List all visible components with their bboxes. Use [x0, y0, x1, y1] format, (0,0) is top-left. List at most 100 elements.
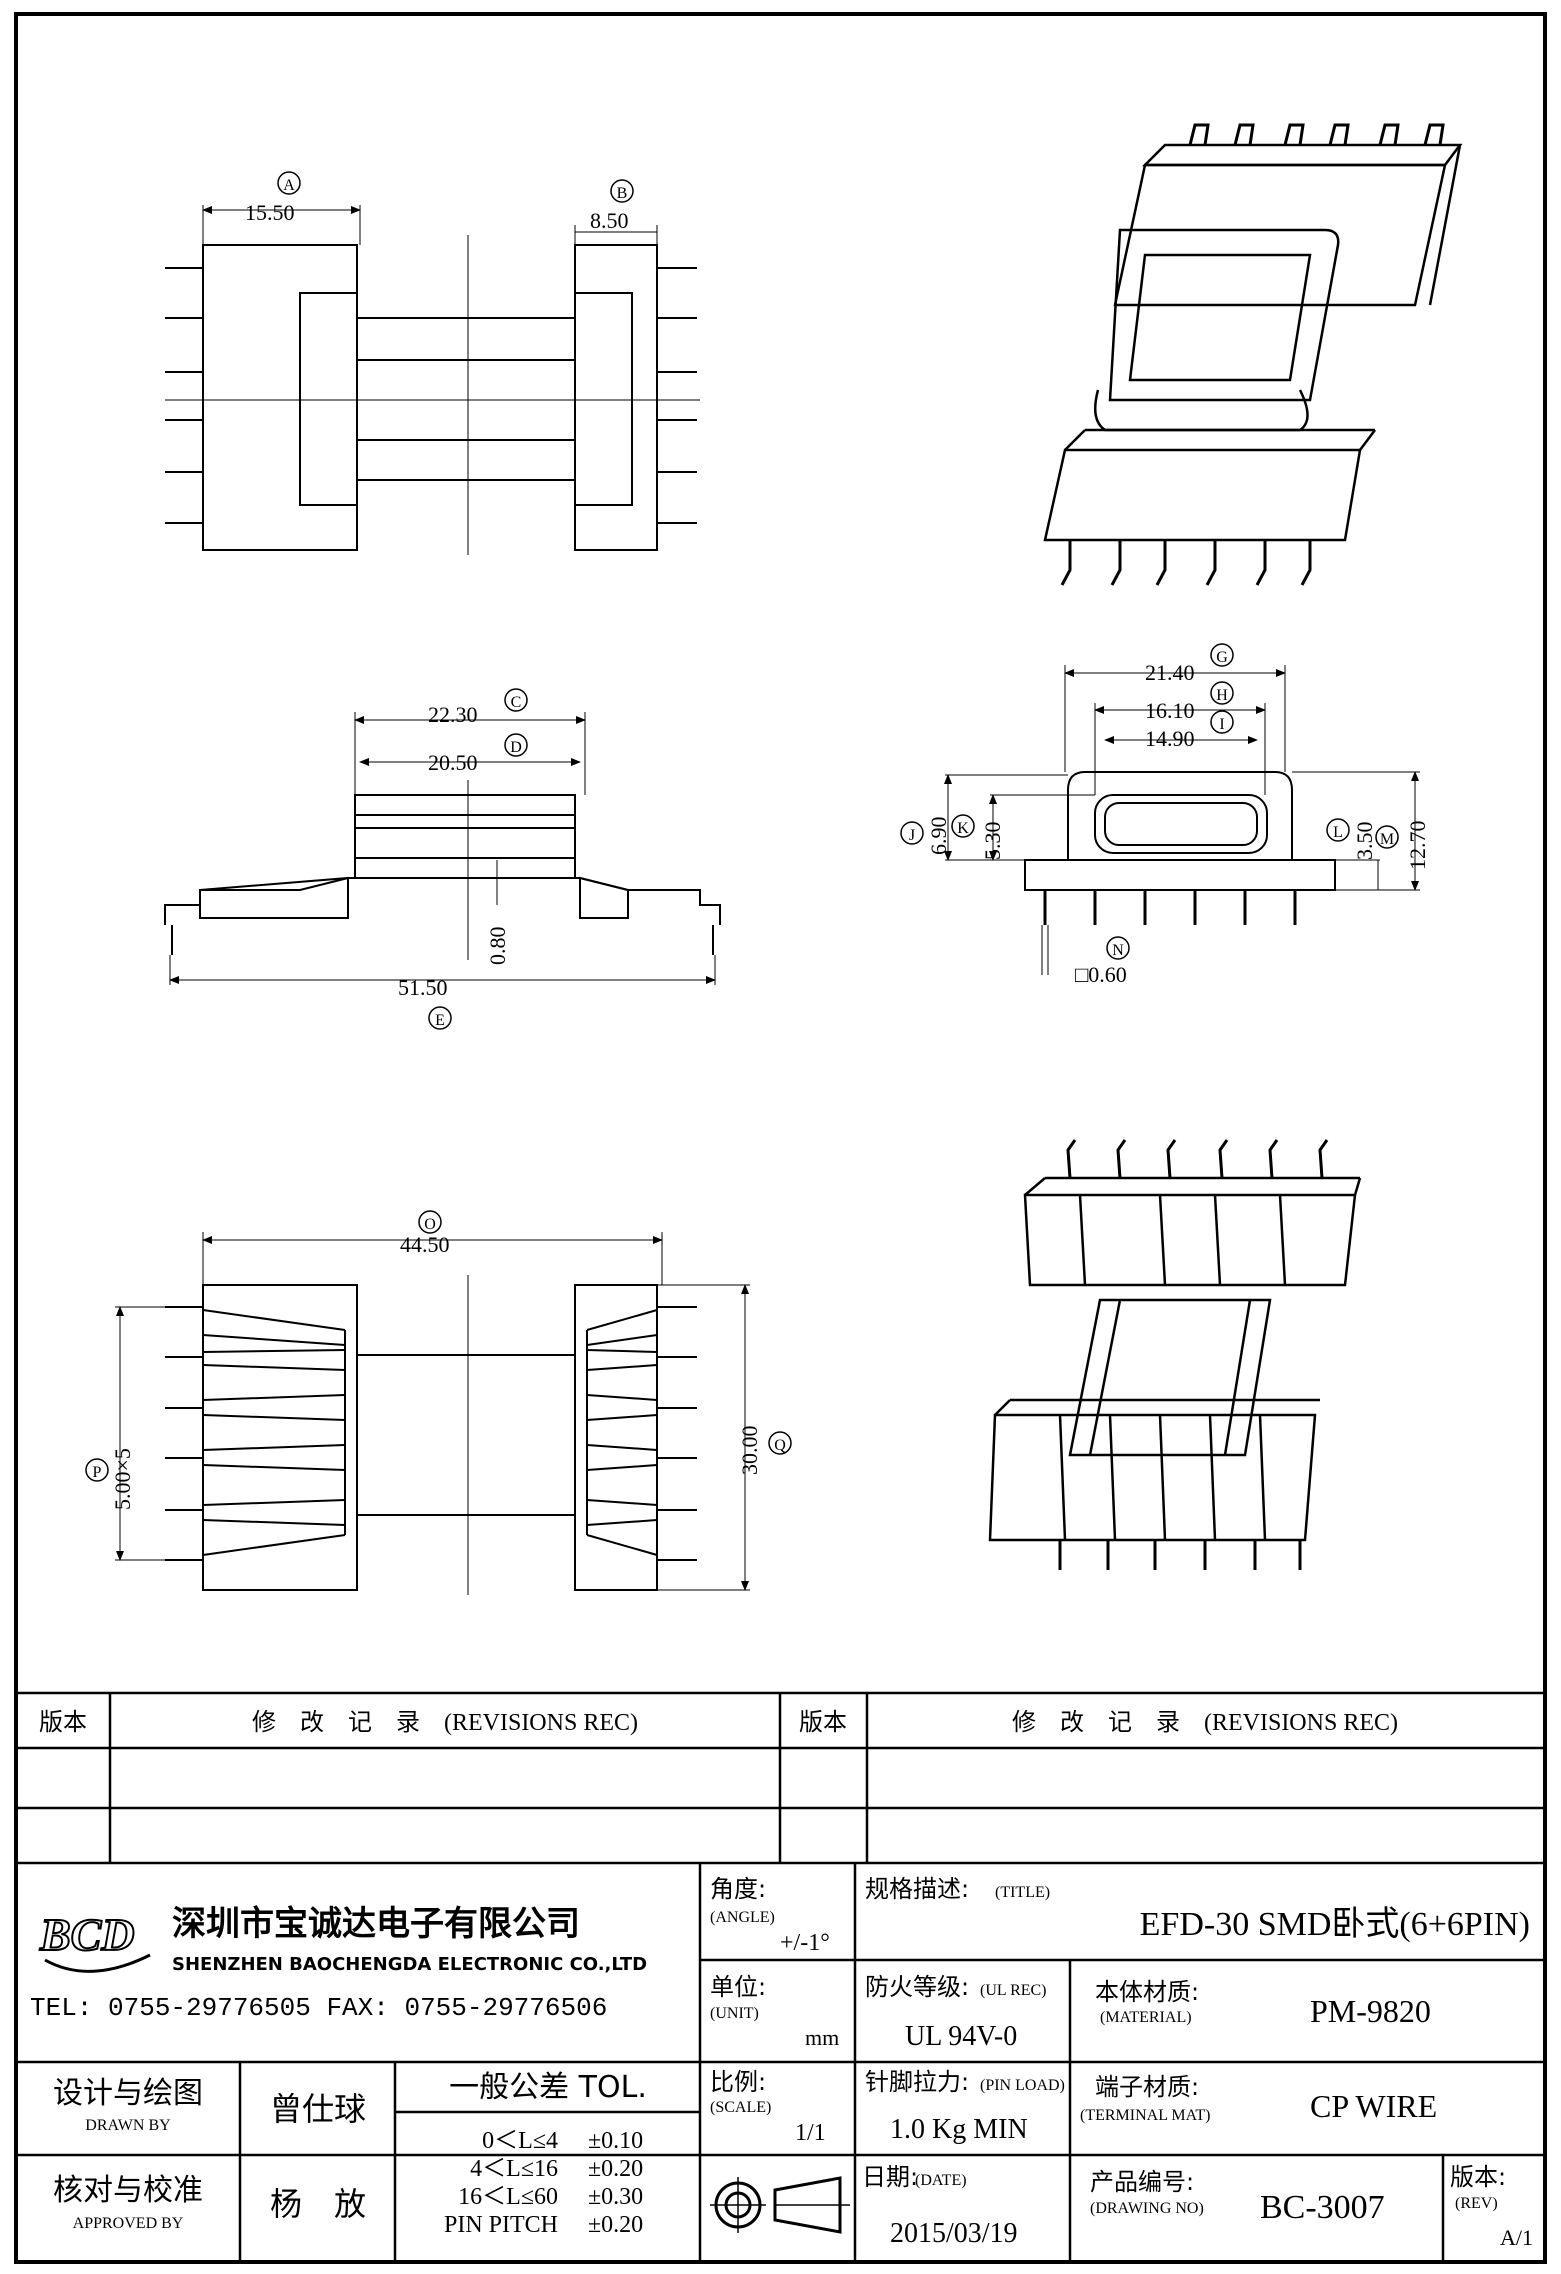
tag-i: I — [1219, 716, 1224, 733]
view-iso-bottom — [988, 1139, 1362, 1570]
pinload-label: 针脚拉力: — [865, 2068, 969, 2096]
company-name-en: SHENZHEN BAOCHENGDA ELECTRONIC CO.,LTD — [172, 1954, 647, 1975]
designer-name: 曾仕球 — [270, 2090, 366, 2128]
terminal-en: (TERMINAL MAT) — [1080, 2107, 1211, 2124]
tb-title: 规格描述: (TITLE) EFD-30 SMD卧式(6+6PIN) — [865, 1875, 1530, 1943]
tb-material: 本体材质: (MATERIAL) PM-9820 — [1095, 1978, 1431, 2029]
title-label: 规格描述: — [865, 1875, 969, 1903]
terminal-value: CP WIRE — [1310, 2088, 1437, 2124]
tb-angle: 角度: (ANGLE) +/-1° — [710, 1875, 830, 1956]
tb-drawing-no: 产品编号: (DRAWING NO) BC-3007 — [1090, 2168, 1385, 2226]
view-side — [164, 712, 721, 985]
unit-en: (UNIT) — [710, 2005, 759, 2022]
tag-a: A — [283, 177, 295, 194]
approve-label: 核对与校准 — [53, 2173, 203, 2208]
tol-val-0: ±0.10 — [588, 2128, 643, 2154]
view-side-labels: 22.30 C 20.50 D 51.50 E 0.80 — [398, 688, 528, 1030]
dim-n: □0.60 — [1075, 962, 1127, 987]
tag-k: K — [957, 820, 969, 837]
material-value: PM-9820 — [1310, 1993, 1431, 2029]
title-value: EFD-30 SMD卧式(6+6PIN) — [1140, 1906, 1530, 1943]
ul-value: UL 94V-0 — [905, 2021, 1017, 2052]
rev-ver-label-left: 版本 — [39, 1708, 87, 1736]
dim-i: 14.90 — [1145, 726, 1195, 751]
unit-label: 单位: — [710, 1973, 766, 2001]
material-en: (MATERIAL) — [1100, 2009, 1192, 2026]
tol-val-1: ±0.20 — [588, 2156, 643, 2182]
dim-m: 12.70 — [1405, 821, 1430, 871]
dim-q: 30.00 — [737, 1426, 762, 1476]
dim-j: 6.90 — [926, 817, 951, 856]
scale-en: (SCALE) — [710, 2099, 771, 2116]
tag-g: G — [1216, 649, 1228, 666]
ul-en: (UL REC) — [980, 1982, 1047, 1999]
dim-b: 8.50 — [590, 208, 629, 233]
tolerance-title: 一般公差 TOL. — [449, 2070, 647, 2105]
tolerance-block: 一般公差 TOL. 0＜L≤4 ±0.10 4＜L≤16 ±0.20 16＜L≤… — [444, 2070, 647, 2238]
unit-value: mm — [805, 2025, 839, 2050]
company-contact: TEL: 0755-29776505 FAX: 0755-29776506 — [30, 1993, 607, 2023]
tag-e: E — [435, 1012, 445, 1029]
dim-d: 20.50 — [428, 750, 478, 775]
tb-ul: 防火等级: (UL REC) UL 94V-0 — [865, 1973, 1047, 2052]
drawing-no-en: (DRAWING NO) — [1090, 2200, 1204, 2217]
view-end-labels: 21.40 G 16.10 H 14.90 I J 6.90 K 5.30 L … — [900, 643, 1430, 987]
angle-en: (ANGLE) — [710, 1909, 775, 1926]
tag-m: M — [1380, 831, 1394, 848]
drawing-no-value: BC-3007 — [1260, 2189, 1385, 2226]
date-en: (DATE) — [915, 2172, 967, 2189]
view-top — [165, 205, 700, 555]
tag-d: D — [510, 739, 522, 756]
tb-terminal: 端子材质: (TERMINAL MAT) CP WIRE — [1080, 2073, 1437, 2124]
date-value: 2015/03/19 — [890, 2218, 1018, 2249]
rev-en: (REV) — [1455, 2195, 1498, 2212]
view-bottom — [115, 1232, 750, 1595]
tag-q: Q — [774, 1437, 786, 1454]
tol-range-2: 16＜L≤60 — [458, 2184, 558, 2210]
rev-value: A/1 — [1500, 2225, 1533, 2250]
tb-designer: 设计与绘图 DRAWN BY 曾仕球 — [53, 2076, 366, 2134]
pinload-en: (PIN LOAD) — [980, 2077, 1065, 2094]
rev-rec-label-right: 修 改 记 录 (REVISIONS REC) — [1012, 1709, 1398, 1736]
angle-label: 角度: — [710, 1875, 766, 1903]
tag-l: L — [1333, 824, 1343, 841]
scale-value: 1/1 — [795, 2120, 826, 2146]
dim-o: 44.50 — [400, 1232, 450, 1257]
dim-e: 51.50 — [398, 975, 448, 1000]
tag-c: C — [511, 694, 522, 711]
revision-table — [16, 1691, 1545, 1865]
view-top-labels: A 15.50 B 8.50 — [245, 171, 634, 233]
tb-scale: 比例: (SCALE) 1/1 — [710, 2068, 826, 2146]
material-label: 本体材质: — [1095, 1978, 1199, 2006]
design-label: 设计与绘图 — [53, 2076, 203, 2111]
title-block-grid — [16, 1863, 1545, 2262]
company-block: BCD 深圳市宝诚达电子有限公司 SHENZHEN BAOCHENGDA ELE… — [30, 1904, 647, 2023]
view-end — [944, 665, 1420, 975]
tol-val-3: ±0.20 — [588, 2212, 643, 2238]
dim-l: 3.50 — [1352, 822, 1377, 861]
ul-label: 防火等级: — [865, 1973, 969, 2001]
dim-thickness: 0.80 — [485, 927, 510, 966]
scale-label: 比例: — [710, 2068, 766, 2096]
dim-p: 5.00×5 — [110, 1448, 135, 1510]
dim-h: 16.10 — [1145, 698, 1195, 723]
tag-h: H — [1216, 687, 1228, 704]
rev-label: 版本: — [1450, 2163, 1506, 2191]
tb-rev: 版本: (REV) A/1 — [1450, 2163, 1533, 2250]
rev-ver-label-right: 版本 — [799, 1708, 847, 1736]
dim-c: 22.30 — [428, 702, 478, 727]
view-iso-top — [1043, 123, 1463, 586]
design-en: DRAWN BY — [85, 2117, 171, 2134]
angle-value: +/-1° — [780, 1930, 830, 1956]
dim-k: 5.30 — [980, 822, 1005, 861]
tag-n: N — [1112, 942, 1124, 959]
sheet-border — [14, 12, 1547, 2264]
logo-text: BCD — [39, 1909, 135, 1960]
tag-p: P — [93, 1464, 102, 1481]
title-en: (TITLE) — [995, 1884, 1050, 1901]
tol-range-3: PIN PITCH — [444, 2212, 558, 2238]
tol-val-2: ±0.30 — [588, 2184, 643, 2210]
tb-date: 日期: (DATE) 2015/03/19 — [862, 2163, 1018, 2249]
pinload-value: 1.0 Kg MIN — [890, 2114, 1028, 2145]
